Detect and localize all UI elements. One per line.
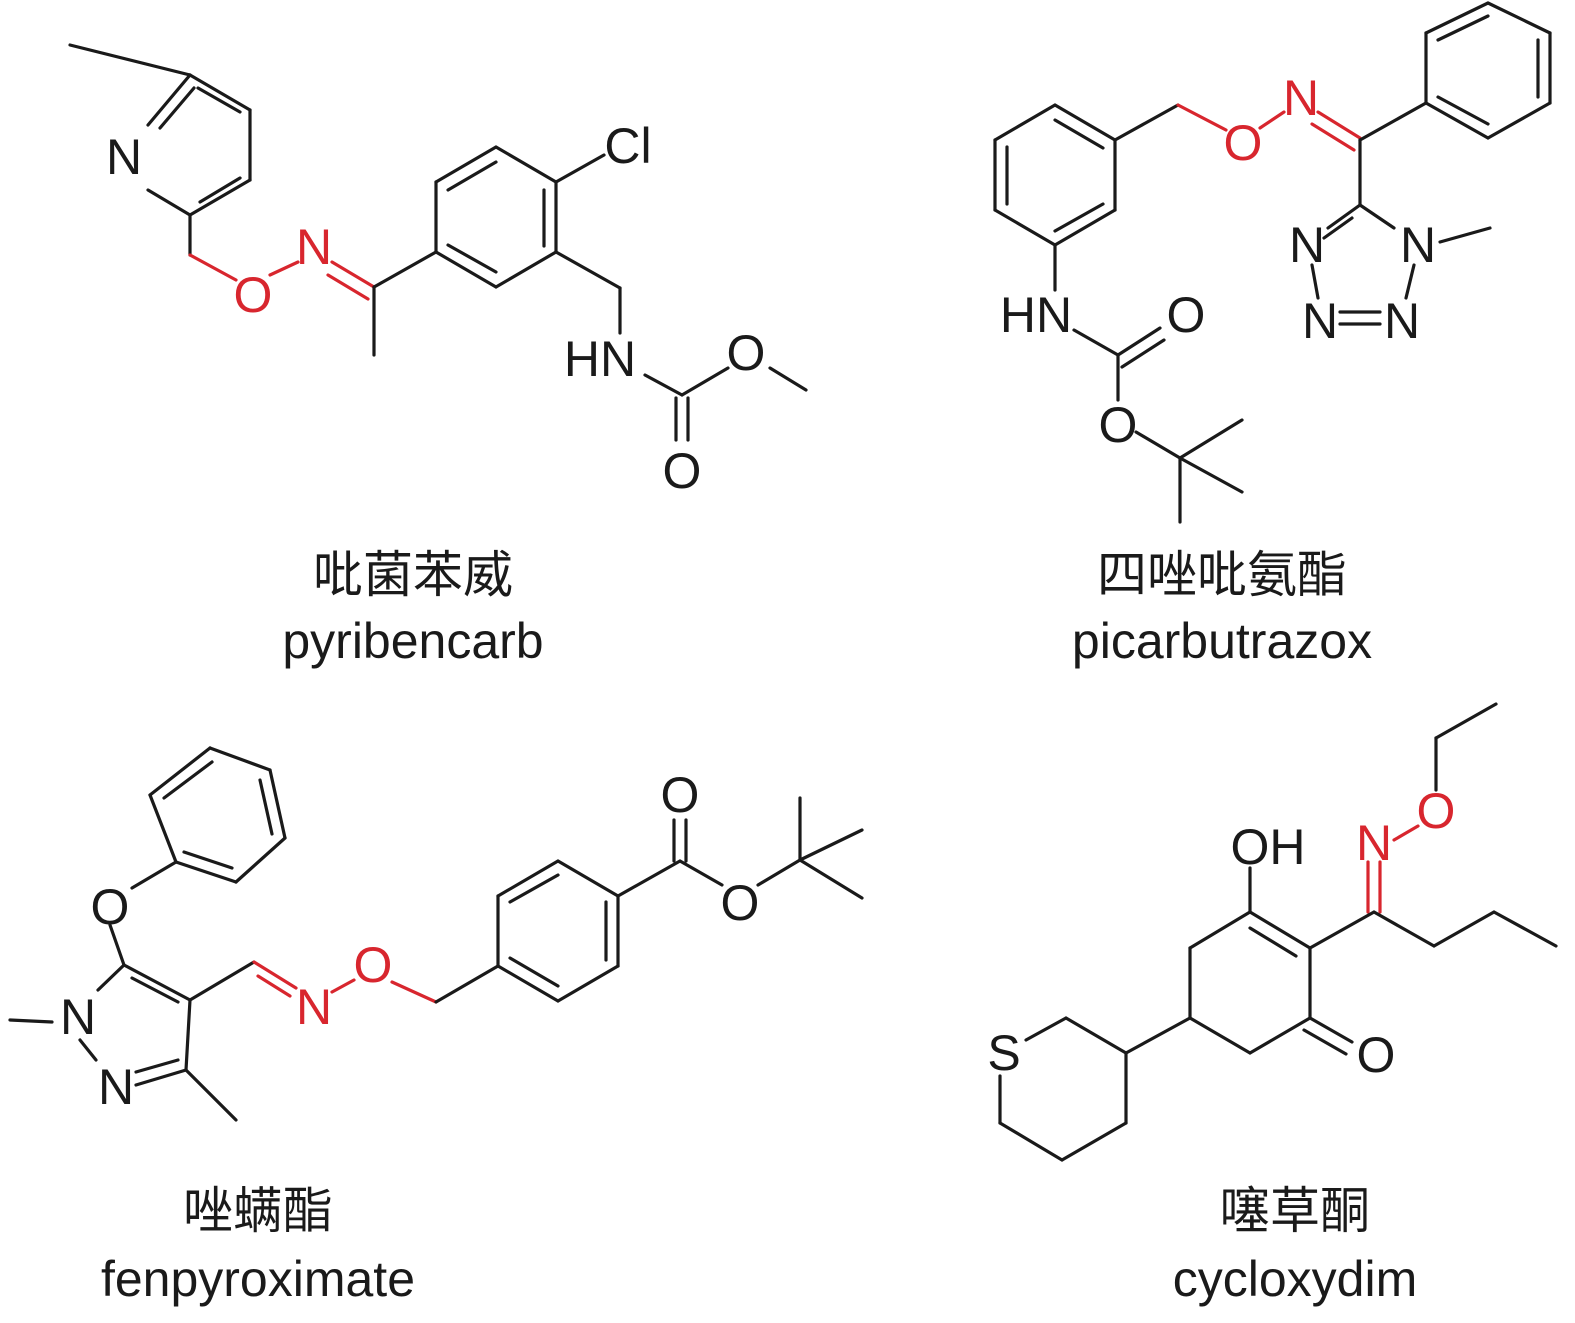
compound-name-en: cycloxydim <box>1173 1251 1417 1307</box>
atom-n-tetrazole: N <box>1384 293 1420 349</box>
structure-picarbutrazox: O N N N N N HN O O <box>993 1 1552 524</box>
atom-o-phenoxy: O <box>91 879 130 935</box>
atom-n-oxime: N <box>296 219 332 275</box>
compound-name-en: pyribencarb <box>282 613 543 669</box>
atom-o-ester: O <box>1099 397 1138 453</box>
compound-name-cn: 四唑吡氨酯 <box>1097 546 1347 604</box>
atom-o-oxime: O <box>1417 783 1456 839</box>
atom-o-ketone: O <box>1357 1027 1396 1083</box>
atom-hn: HN <box>564 331 636 387</box>
atom-n-tetrazole: N <box>1289 217 1325 273</box>
compound-name-cn: 唑螨酯 <box>183 1182 333 1240</box>
atom-o-oxime: O <box>1224 115 1263 171</box>
structure-cycloxydim: O N OH O S <box>987 702 1558 1162</box>
atom-o-carbonyl: O <box>661 767 700 823</box>
atom-n-pyrazole: N <box>98 1059 134 1115</box>
atom-o-carbonyl: O <box>1167 287 1206 343</box>
compound-name-cn: 噻草酮 <box>1220 1182 1370 1240</box>
atom-n-oxime: N <box>1356 815 1392 871</box>
atom-cl: Cl <box>604 118 651 174</box>
atom-o-carbonyl: O <box>663 443 702 499</box>
atom-o-oxime: O <box>234 267 273 323</box>
atom-n-oxime: N <box>1283 70 1319 126</box>
compound-name-cn: 吡菌苯威 <box>313 546 513 604</box>
compound-name-en: fenpyroximate <box>101 1251 415 1307</box>
atom-n-pyrazole: N <box>60 989 96 1045</box>
atom-oh: OH <box>1231 819 1306 875</box>
structure-fenpyroximate: O N N N O O O <box>8 746 864 1122</box>
atom-hn: HN <box>1000 287 1072 343</box>
atom-n-tetrazole: N <box>1400 217 1436 273</box>
atom-o-ester: O <box>721 875 760 931</box>
atom-n-tetrazole: N <box>1302 293 1338 349</box>
atom-s: S <box>987 1025 1020 1081</box>
atom-n-pyridine: N <box>106 129 142 185</box>
atom-n-oxime: N <box>296 979 332 1035</box>
atom-o-oxime: O <box>354 937 393 993</box>
atom-o-ester: O <box>727 325 766 381</box>
compound-name-en: picarbutrazox <box>1072 613 1372 669</box>
structure-pyribencarb: N O N Cl HN O O <box>68 43 808 499</box>
